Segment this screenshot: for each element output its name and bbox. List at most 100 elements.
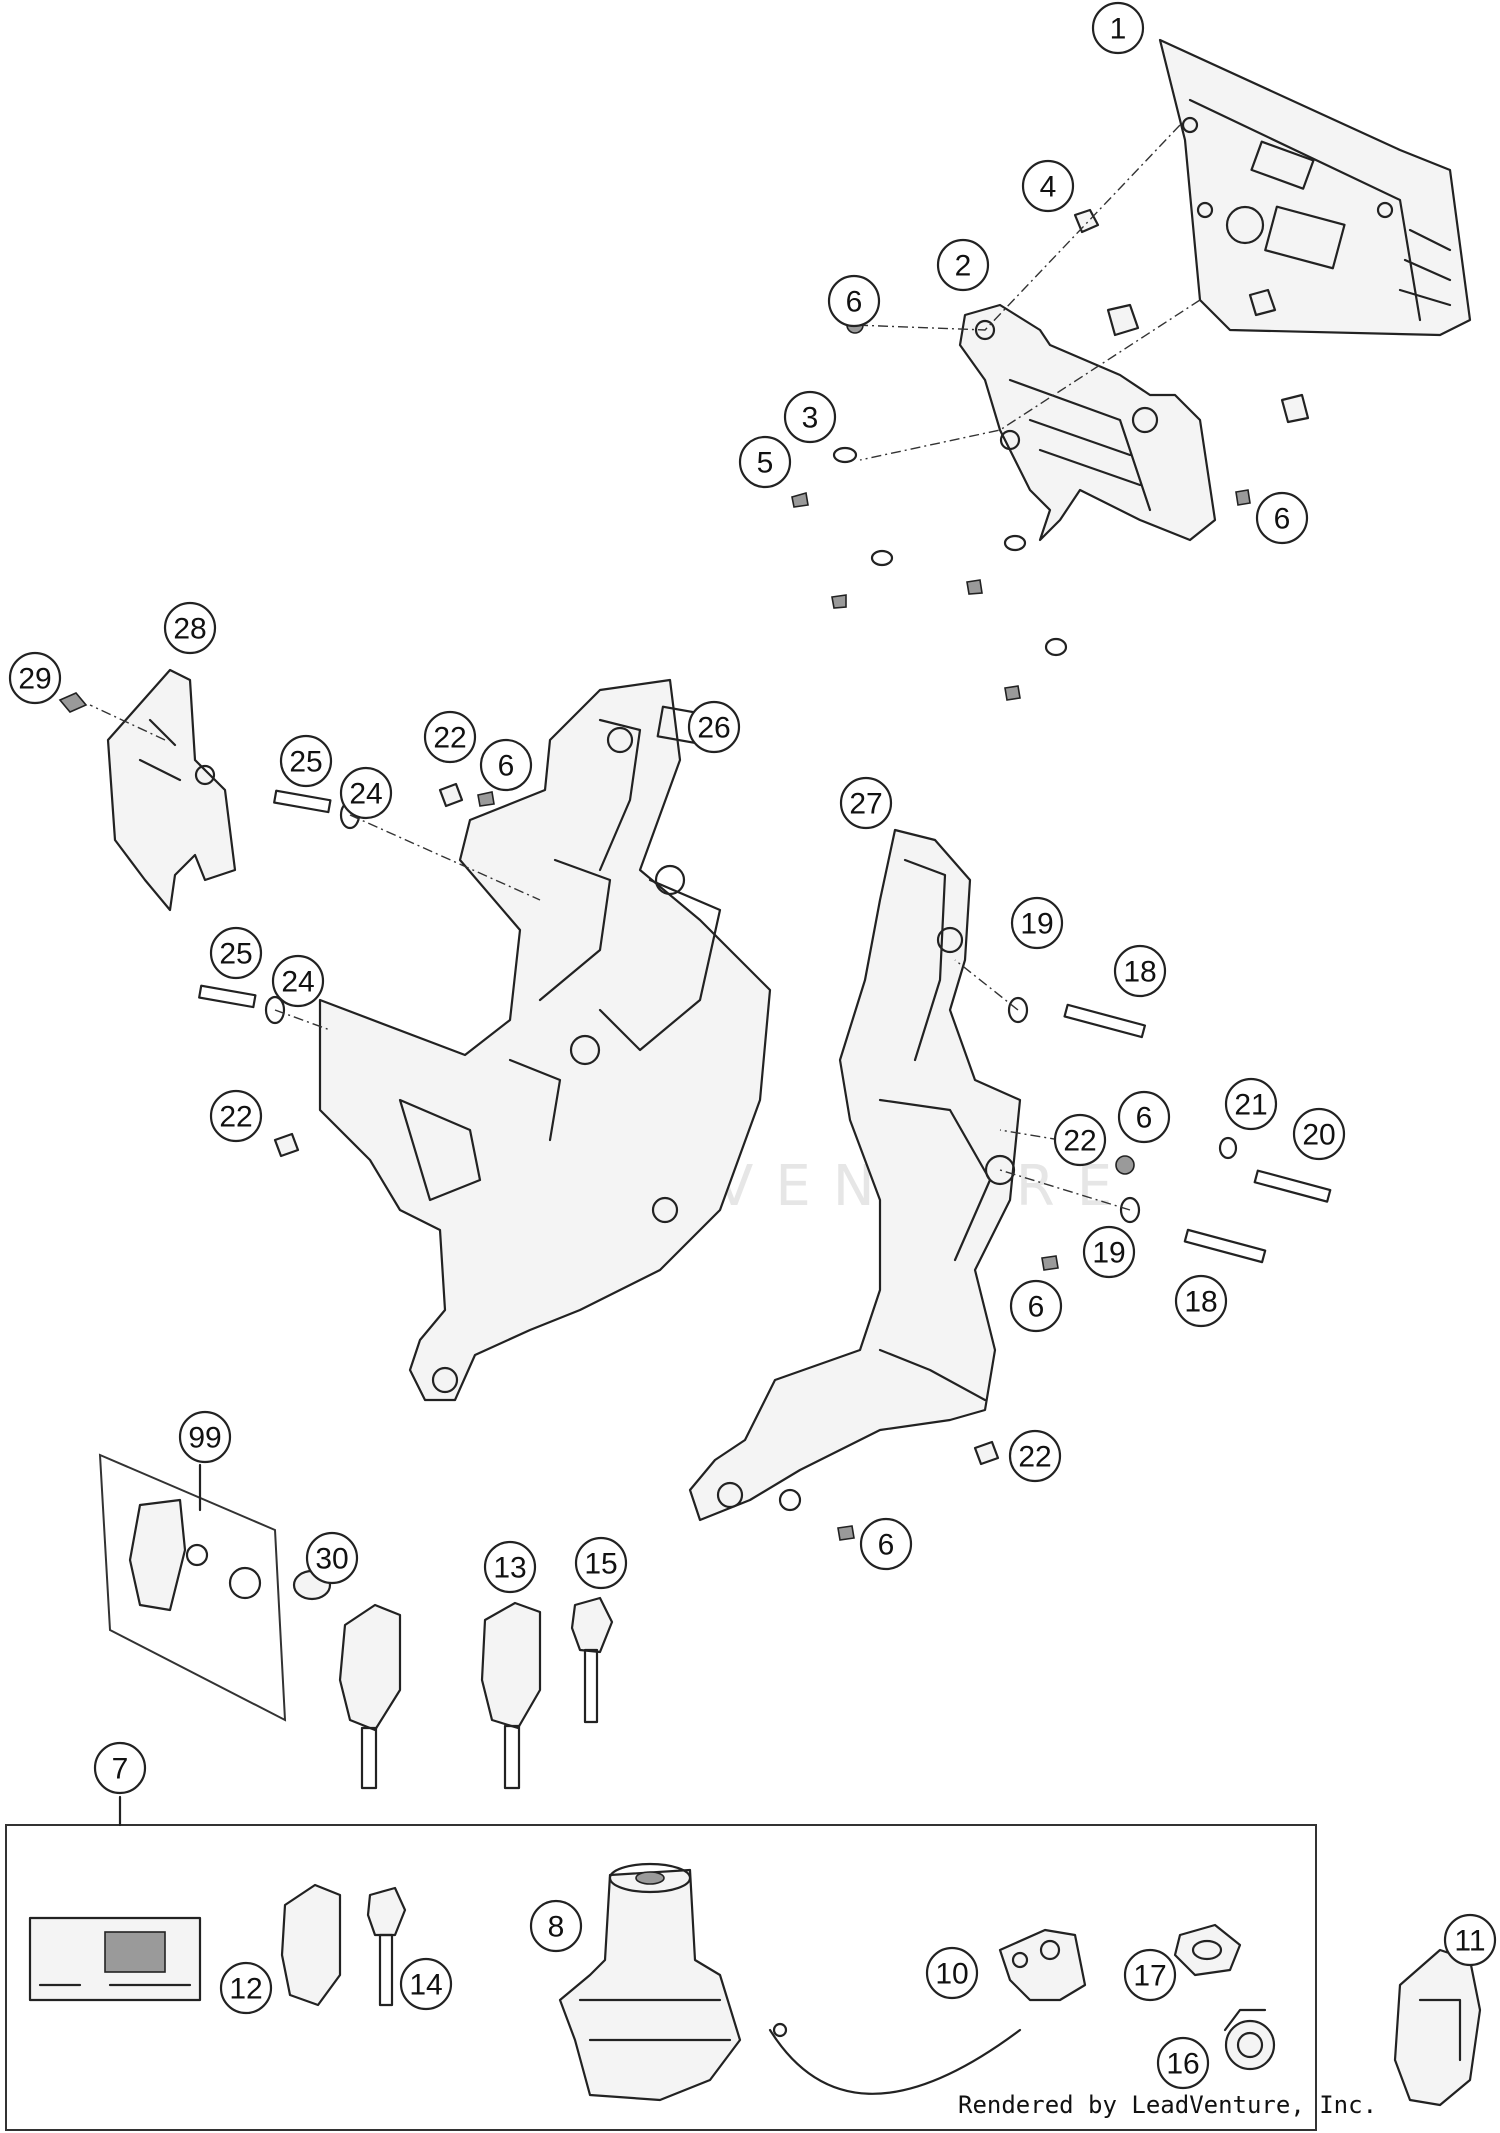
key-blank-14 <box>366 1886 407 2007</box>
callout-circle <box>178 1410 232 1464</box>
callout-18: 18 <box>1113 944 1167 998</box>
callout-circle <box>209 1089 263 1143</box>
key-fob-12 <box>280 1883 342 2007</box>
callout-circle <box>1091 1 1145 55</box>
callout-25: 25 <box>209 926 263 980</box>
key-fob-13 <box>480 1601 542 1790</box>
callout-circle <box>1224 1077 1278 1131</box>
callout-number: 13 <box>493 1552 526 1585</box>
side-cover-left <box>106 668 237 912</box>
callout-circle <box>1443 1913 1497 1967</box>
callout-19: 19 <box>1010 896 1064 950</box>
callout-circle <box>1053 1113 1107 1167</box>
callout-number: 22 <box>1018 1441 1051 1474</box>
callout-number: 7 <box>112 1753 129 1786</box>
small-parts-kit <box>98 1453 287 1722</box>
callout-16: 16 <box>1156 2036 1210 2090</box>
callout-17: 17 <box>1123 1948 1177 2002</box>
dashboard-display <box>1158 38 1472 337</box>
lock-cylinder-16 <box>1223 2008 1276 2071</box>
callout-number: 19 <box>1092 1237 1125 1270</box>
cover-cap-11 <box>1393 1948 1482 2107</box>
callout-15: 15 <box>574 1536 628 1590</box>
callout-circle <box>1156 2036 1210 2090</box>
callout-number: 26 <box>697 712 730 745</box>
callout-number: 30 <box>315 1543 348 1576</box>
callout-circle <box>271 954 325 1008</box>
callout-circle <box>1021 159 1075 213</box>
callout-number: 17 <box>1133 1960 1166 1993</box>
callout-circle <box>925 1946 979 2000</box>
callout-12: 12 <box>219 1961 273 2015</box>
callout-number: 10 <box>935 1958 968 1991</box>
callout-30: 30 <box>305 1531 359 1585</box>
callout-circle <box>1174 1274 1228 1328</box>
callout-number: 22 <box>433 722 466 755</box>
callout-number: 29 <box>18 663 51 696</box>
callout-number: 6 <box>1274 503 1291 536</box>
callout-8: 8 <box>529 1899 583 1953</box>
callout-number: 6 <box>498 750 515 783</box>
callout-4: 4 <box>1021 159 1075 213</box>
callout-18: 18 <box>1174 1274 1228 1328</box>
callout-circle <box>783 390 837 444</box>
callout-number: 25 <box>289 746 322 779</box>
callout-1: 1 <box>1091 1 1145 55</box>
callout-number: 22 <box>1063 1125 1096 1158</box>
callout-number: 6 <box>1028 1291 1045 1324</box>
callout-circle <box>219 1961 273 2015</box>
callout-13: 13 <box>483 1540 537 1594</box>
callout-circle <box>209 926 263 980</box>
ignition-lock <box>558 1862 742 2102</box>
callout-number: 99 <box>188 1422 221 1455</box>
callout-circle <box>839 776 893 830</box>
callout-2: 2 <box>936 238 990 292</box>
callout-number: 18 <box>1123 956 1156 989</box>
callout-labels: 1234566666678101112131415161718181919202… <box>8 1 1497 2090</box>
rubber-grommets <box>1073 208 1310 424</box>
callout-circle <box>8 651 62 705</box>
callout-10: 10 <box>925 1946 979 2000</box>
callout-circle <box>1008 1429 1062 1483</box>
callout-circle <box>738 435 792 489</box>
callout-29: 29 <box>8 651 62 705</box>
callout-circle <box>339 766 393 820</box>
callout-circle <box>163 601 217 655</box>
callout-number: 27 <box>849 788 882 821</box>
callout-number: 6 <box>846 286 863 319</box>
key-blank-15 <box>570 1596 614 1724</box>
callout-20: 20 <box>1292 1107 1346 1161</box>
callout-number: 15 <box>584 1548 617 1581</box>
callout-number: 28 <box>173 613 206 646</box>
callout-26: 26 <box>687 700 741 754</box>
render-credit: Rendered by LeadVenture, Inc. <box>958 2091 1377 2119</box>
assembly-leader-lines <box>89 124 1201 1211</box>
callout-6: 6 <box>859 1517 913 1571</box>
callout-number: 8 <box>548 1911 565 1944</box>
callout-6: 6 <box>1117 1090 1171 1144</box>
callout-circle <box>1082 1225 1136 1279</box>
callout-circle <box>1292 1107 1346 1161</box>
callout-28: 28 <box>163 601 217 655</box>
callout-number: 16 <box>1166 2048 1199 2081</box>
callout-number: 25 <box>219 938 252 971</box>
callout-circle <box>827 274 881 328</box>
callout-number: 12 <box>229 1973 262 2006</box>
callout-number: 21 <box>1234 1089 1267 1122</box>
callout-number: 1 <box>1110 13 1127 46</box>
callout-circle <box>1255 491 1309 545</box>
callout-circle <box>1009 1279 1063 1333</box>
callout-24: 24 <box>339 766 393 820</box>
ignition-lock-set-frame <box>5 1824 1317 2131</box>
callout-27: 27 <box>839 776 893 830</box>
callout-circle <box>1123 1948 1177 2002</box>
callout-24: 24 <box>271 954 325 1008</box>
screw-29 <box>58 692 88 713</box>
callout-circle <box>479 738 533 792</box>
callout-circle <box>936 238 990 292</box>
callout-number: 24 <box>281 966 314 999</box>
main-frame-right <box>688 828 1022 1522</box>
callout-circle <box>859 1517 913 1571</box>
seat-lock-bracket <box>998 1928 1087 2002</box>
